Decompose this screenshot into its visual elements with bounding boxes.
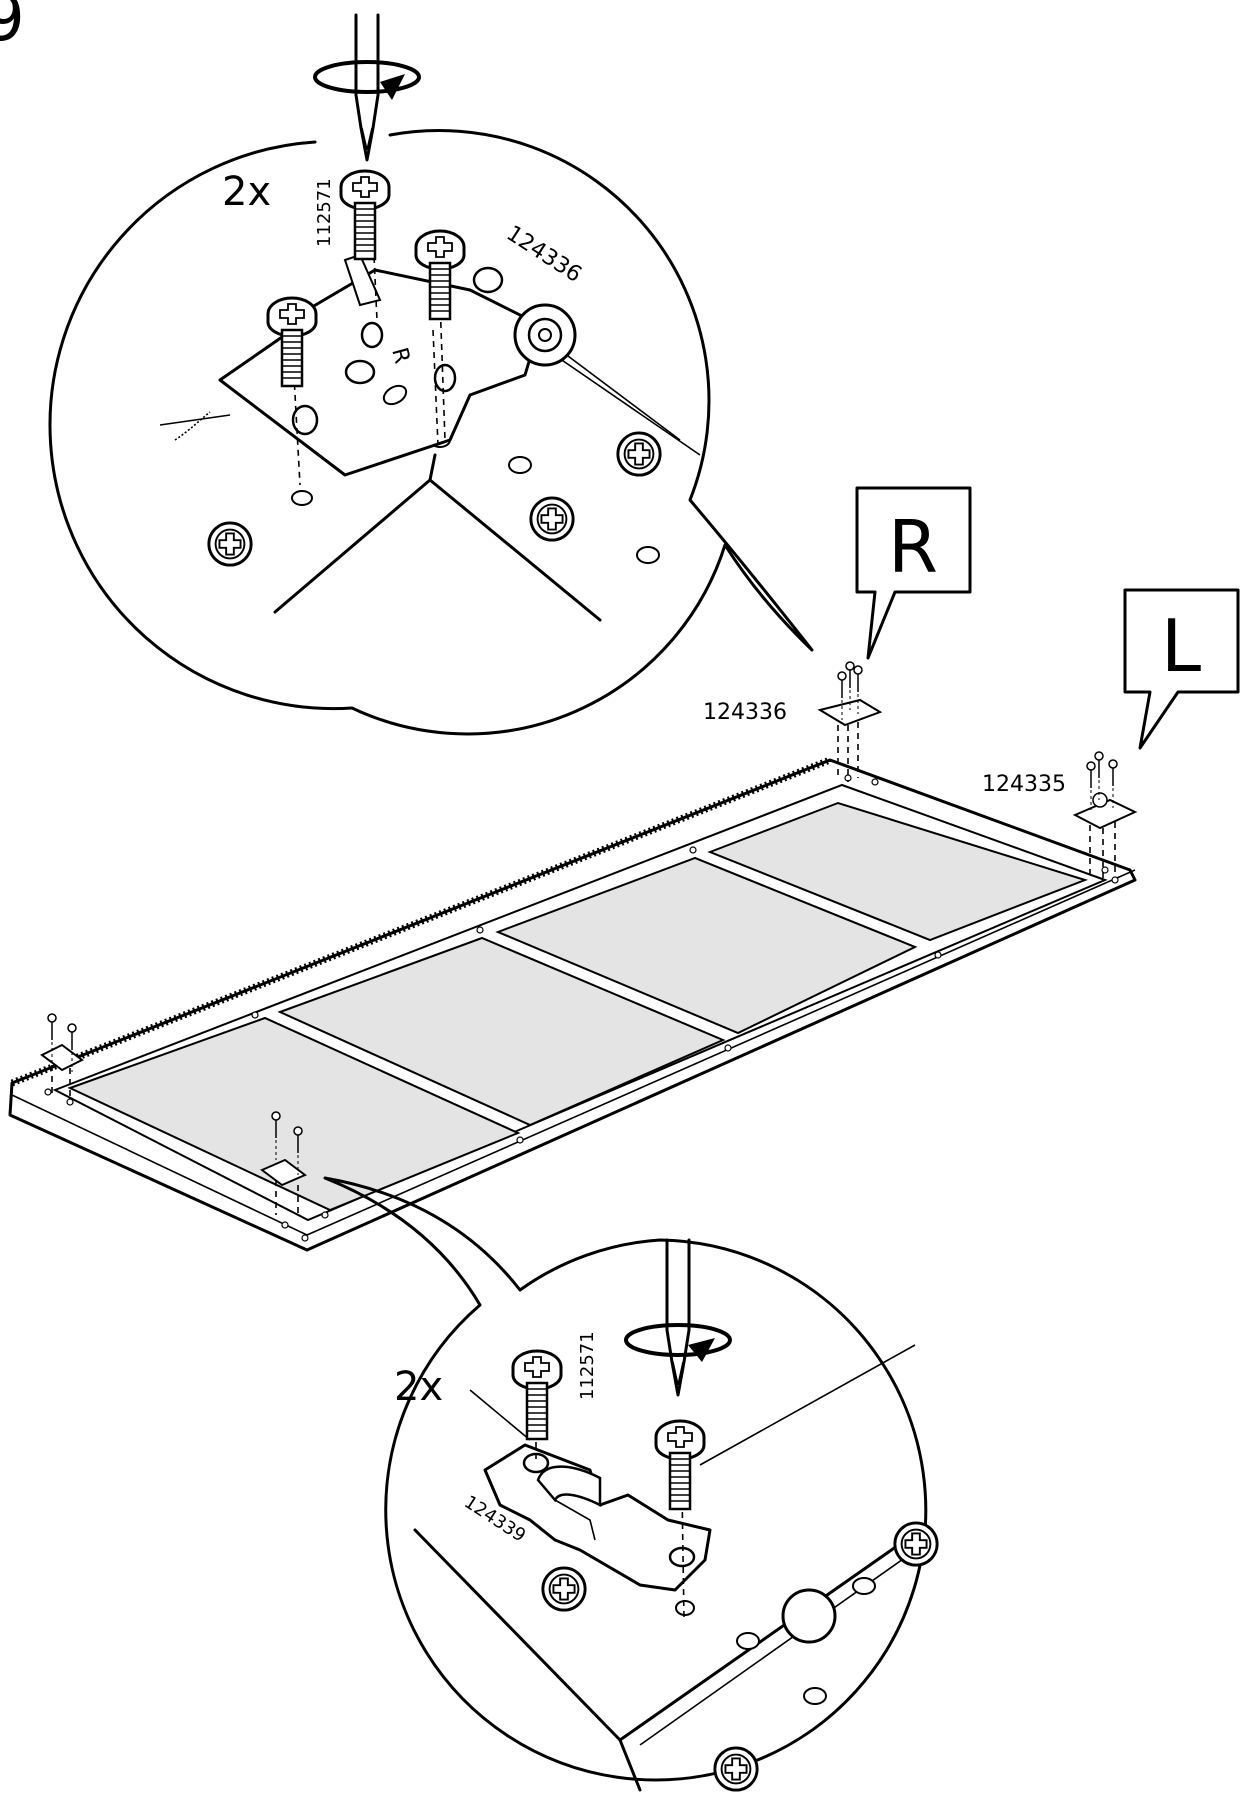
screw-112571 xyxy=(339,169,391,261)
top-detail-outline xyxy=(48,129,814,736)
phillips-screw-icon xyxy=(541,1566,587,1612)
right-bracket-part-label: 124336 xyxy=(703,700,787,725)
phillips-screw-icon xyxy=(529,496,575,542)
top-bracket-part: 124336 xyxy=(502,221,586,288)
callout-right: R xyxy=(855,486,972,660)
callout-left-label: L xyxy=(1161,604,1201,688)
screw-112571 xyxy=(654,1419,706,1511)
bracket-124336: R xyxy=(218,253,577,477)
bottom-quantity: 2x xyxy=(394,1364,443,1410)
bottom-detail-callout: 2x 112571 124339 xyxy=(323,1176,939,1792)
left-bracket-part-label: 124335 xyxy=(982,772,1066,797)
top-screw-part: 112571 xyxy=(314,178,335,247)
phillips-screw-icon xyxy=(616,431,662,477)
bottom-detail-outline xyxy=(323,1176,928,1782)
bracket-mark: R xyxy=(386,345,414,366)
callout-right-label: R xyxy=(888,505,938,589)
phillips-screw-icon xyxy=(893,1521,939,1567)
front-middle-clip xyxy=(260,1111,307,1218)
callout-left: L xyxy=(1123,588,1240,750)
screw-112571 xyxy=(511,1349,563,1441)
rotation-arrow-icon xyxy=(624,1323,732,1362)
screwdriver-icon xyxy=(665,1238,691,1397)
phillips-screw-icon xyxy=(207,521,253,567)
screwdriver-icon xyxy=(354,13,380,162)
left-bracket-assembly xyxy=(1072,751,1138,880)
phillips-screw-icon xyxy=(713,1746,759,1792)
top-quantity: 2x xyxy=(222,169,271,215)
top-detail-callout: R 2x 112571 124336 xyxy=(48,13,814,736)
base-panel xyxy=(8,756,1137,1252)
rotation-arrow-icon xyxy=(313,60,421,100)
right-bracket-assembly xyxy=(817,661,883,782)
step-number: 9 xyxy=(0,0,25,56)
front-left-clip xyxy=(40,1013,84,1100)
bottom-screw-part: 112571 xyxy=(577,1331,598,1400)
